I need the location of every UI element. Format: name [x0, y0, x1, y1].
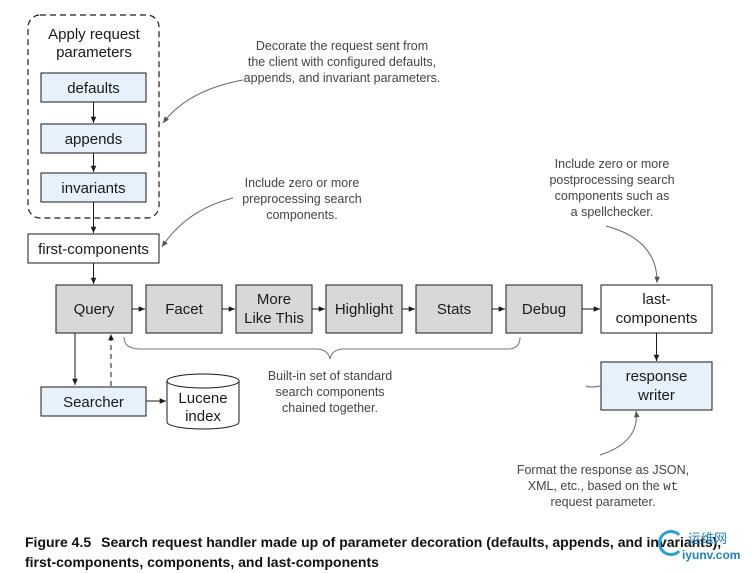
stats-label: Stats — [437, 301, 471, 318]
response-writer-side-arrow — [585, 385, 601, 388]
format-note-line2-text: XML, etc., based on the — [528, 479, 664, 493]
stats-node: Stats — [415, 284, 493, 334]
builtin-note-line1: Built-in set of standard — [268, 369, 392, 383]
built-in-components-brace — [123, 336, 521, 360]
facet-label: Facet — [165, 301, 203, 318]
decorate-note: Decorate the request sent from the clien… — [244, 39, 441, 85]
watermark-logo: 运维网 iyunv.com — [658, 528, 750, 568]
builtin-note-line3: chained together. — [282, 401, 378, 415]
first-components-label: first-components — [38, 241, 149, 258]
response-writer-node: response writer — [600, 361, 713, 411]
postprocess-note-line1: Include zero or more — [555, 157, 670, 171]
builtin-note: Built-in set of standard search componen… — [268, 369, 392, 415]
postprocess-note: Include zero or more postprocessing sear… — [549, 157, 674, 219]
lucene-index-cylinder: Lucene index — [166, 373, 240, 430]
postprocess-note-line4: a spellchecker. — [571, 205, 654, 219]
param-group-title-line1: Apply request — [48, 26, 141, 43]
facet-node: Facet — [145, 284, 223, 334]
preprocess-note-line1: Include zero or more — [245, 176, 360, 190]
figure-label: Figure 4.5 — [25, 534, 92, 550]
format-note-line2: XML, etc., based on the wt — [528, 479, 679, 494]
preprocess-note-line3: components. — [266, 208, 338, 222]
watermark-text-line1: 运维网 — [688, 532, 728, 547]
format-note-leader — [599, 410, 640, 456]
invariants-node: invariants — [40, 172, 147, 203]
figure-caption-text: Search request handler made up of parame… — [25, 534, 722, 570]
appends-node: appends — [40, 123, 147, 154]
more-like-this-node: More Like This — [235, 284, 313, 334]
last-components-label-line2: components — [616, 310, 698, 327]
highlight-label: Highlight — [335, 301, 394, 318]
format-note-line3: request parameter. — [551, 495, 656, 509]
query-node: Query — [55, 284, 133, 334]
format-note: Format the response as JSON, XML, etc., … — [517, 463, 689, 509]
decorate-note-line1: Decorate the request sent from — [256, 39, 428, 53]
decorate-note-line3: appends, and invariant parameters. — [244, 71, 441, 85]
param-group-title-line2: parameters — [56, 44, 132, 61]
invariants-label: invariants — [61, 180, 125, 197]
last-components-node: last- components — [600, 284, 713, 334]
format-note-line1: Format the response as JSON, — [517, 463, 689, 477]
lucene-label-line2: index — [185, 408, 221, 425]
searcher-node: Searcher — [40, 386, 147, 417]
response-writer-label-line1: response — [626, 368, 688, 385]
highlight-node: Highlight — [325, 284, 403, 334]
searcher-label: Searcher — [63, 394, 124, 411]
parameter-decoration-group — [27, 14, 160, 219]
defaults-node: defaults — [40, 72, 147, 103]
preprocess-note-line2: preprocessing search — [242, 192, 362, 206]
lucene-label-line1: Lucene — [178, 390, 227, 407]
more-like-this-label-line2: Like This — [244, 310, 304, 327]
watermark-text-line2: iyunv.com — [682, 548, 741, 562]
postprocess-note-leader — [605, 225, 660, 284]
appends-label: appends — [65, 131, 123, 148]
builtin-note-line2: search components — [275, 385, 384, 399]
query-label: Query — [74, 301, 115, 318]
debug-label: Debug — [522, 301, 566, 318]
debug-node: Debug — [505, 284, 583, 334]
last-components-label-line1: last- — [642, 291, 670, 308]
more-like-this-label-line1: More — [257, 291, 291, 308]
postprocess-note-line2: postprocessing search — [549, 173, 674, 187]
decorate-note-line2: the client with configured defaults, — [248, 55, 436, 69]
defaults-label: defaults — [67, 80, 120, 97]
watermark-ring-icon — [658, 530, 684, 556]
response-writer-label-line2: writer — [637, 387, 675, 404]
format-note-wt-param: wt — [663, 480, 678, 494]
preprocess-note-leader — [161, 197, 234, 248]
first-components-node: first-components — [27, 233, 160, 264]
decorate-note-leader — [162, 79, 244, 124]
postprocess-note-line3: components such as — [555, 189, 670, 203]
preprocess-note: Include zero or more preprocessing searc… — [242, 176, 362, 222]
